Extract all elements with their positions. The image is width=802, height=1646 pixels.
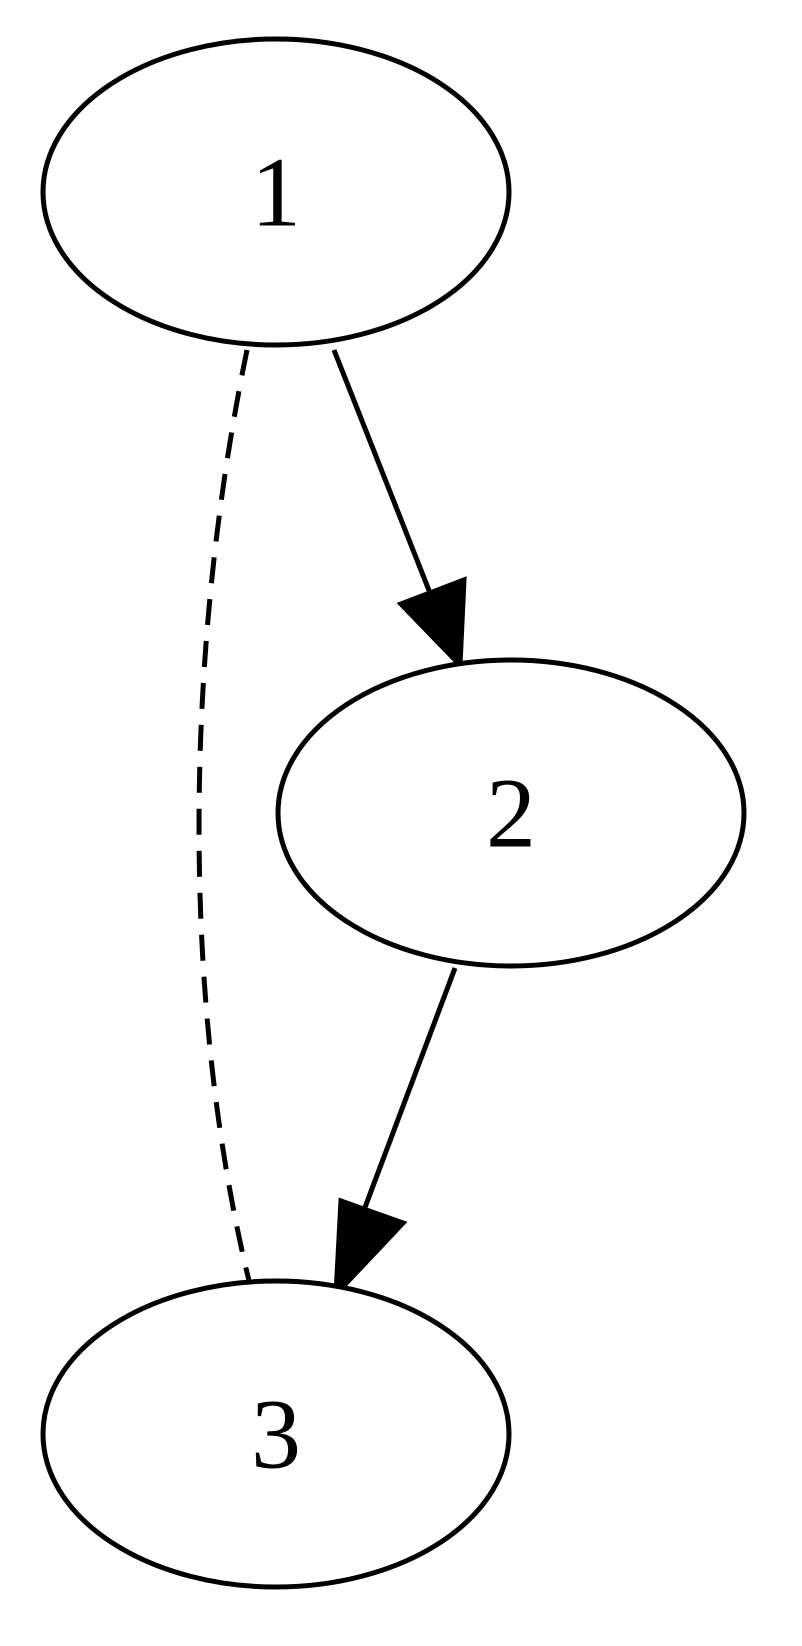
node-2-ellipse — [275, 657, 747, 969]
edge-1-to-3 — [196, 349, 253, 1286]
node-2-label: 2 — [486, 758, 536, 869]
node-1-ellipse — [40, 36, 512, 348]
edge-1-to-2-arrowhead — [396, 576, 467, 671]
edge-2-to-3-arrowhead — [333, 1197, 408, 1301]
edge-1-to-2 — [331, 349, 435, 599]
node-3: 3 — [40, 1278, 512, 1590]
node-3-label: 3 — [251, 1379, 301, 1490]
edge-2-to-3 — [361, 967, 458, 1211]
node-3-ellipse — [40, 1278, 512, 1590]
node-1: 1 — [40, 36, 512, 348]
node-2: 2 — [275, 657, 747, 969]
node-1-label: 1 — [251, 137, 301, 248]
